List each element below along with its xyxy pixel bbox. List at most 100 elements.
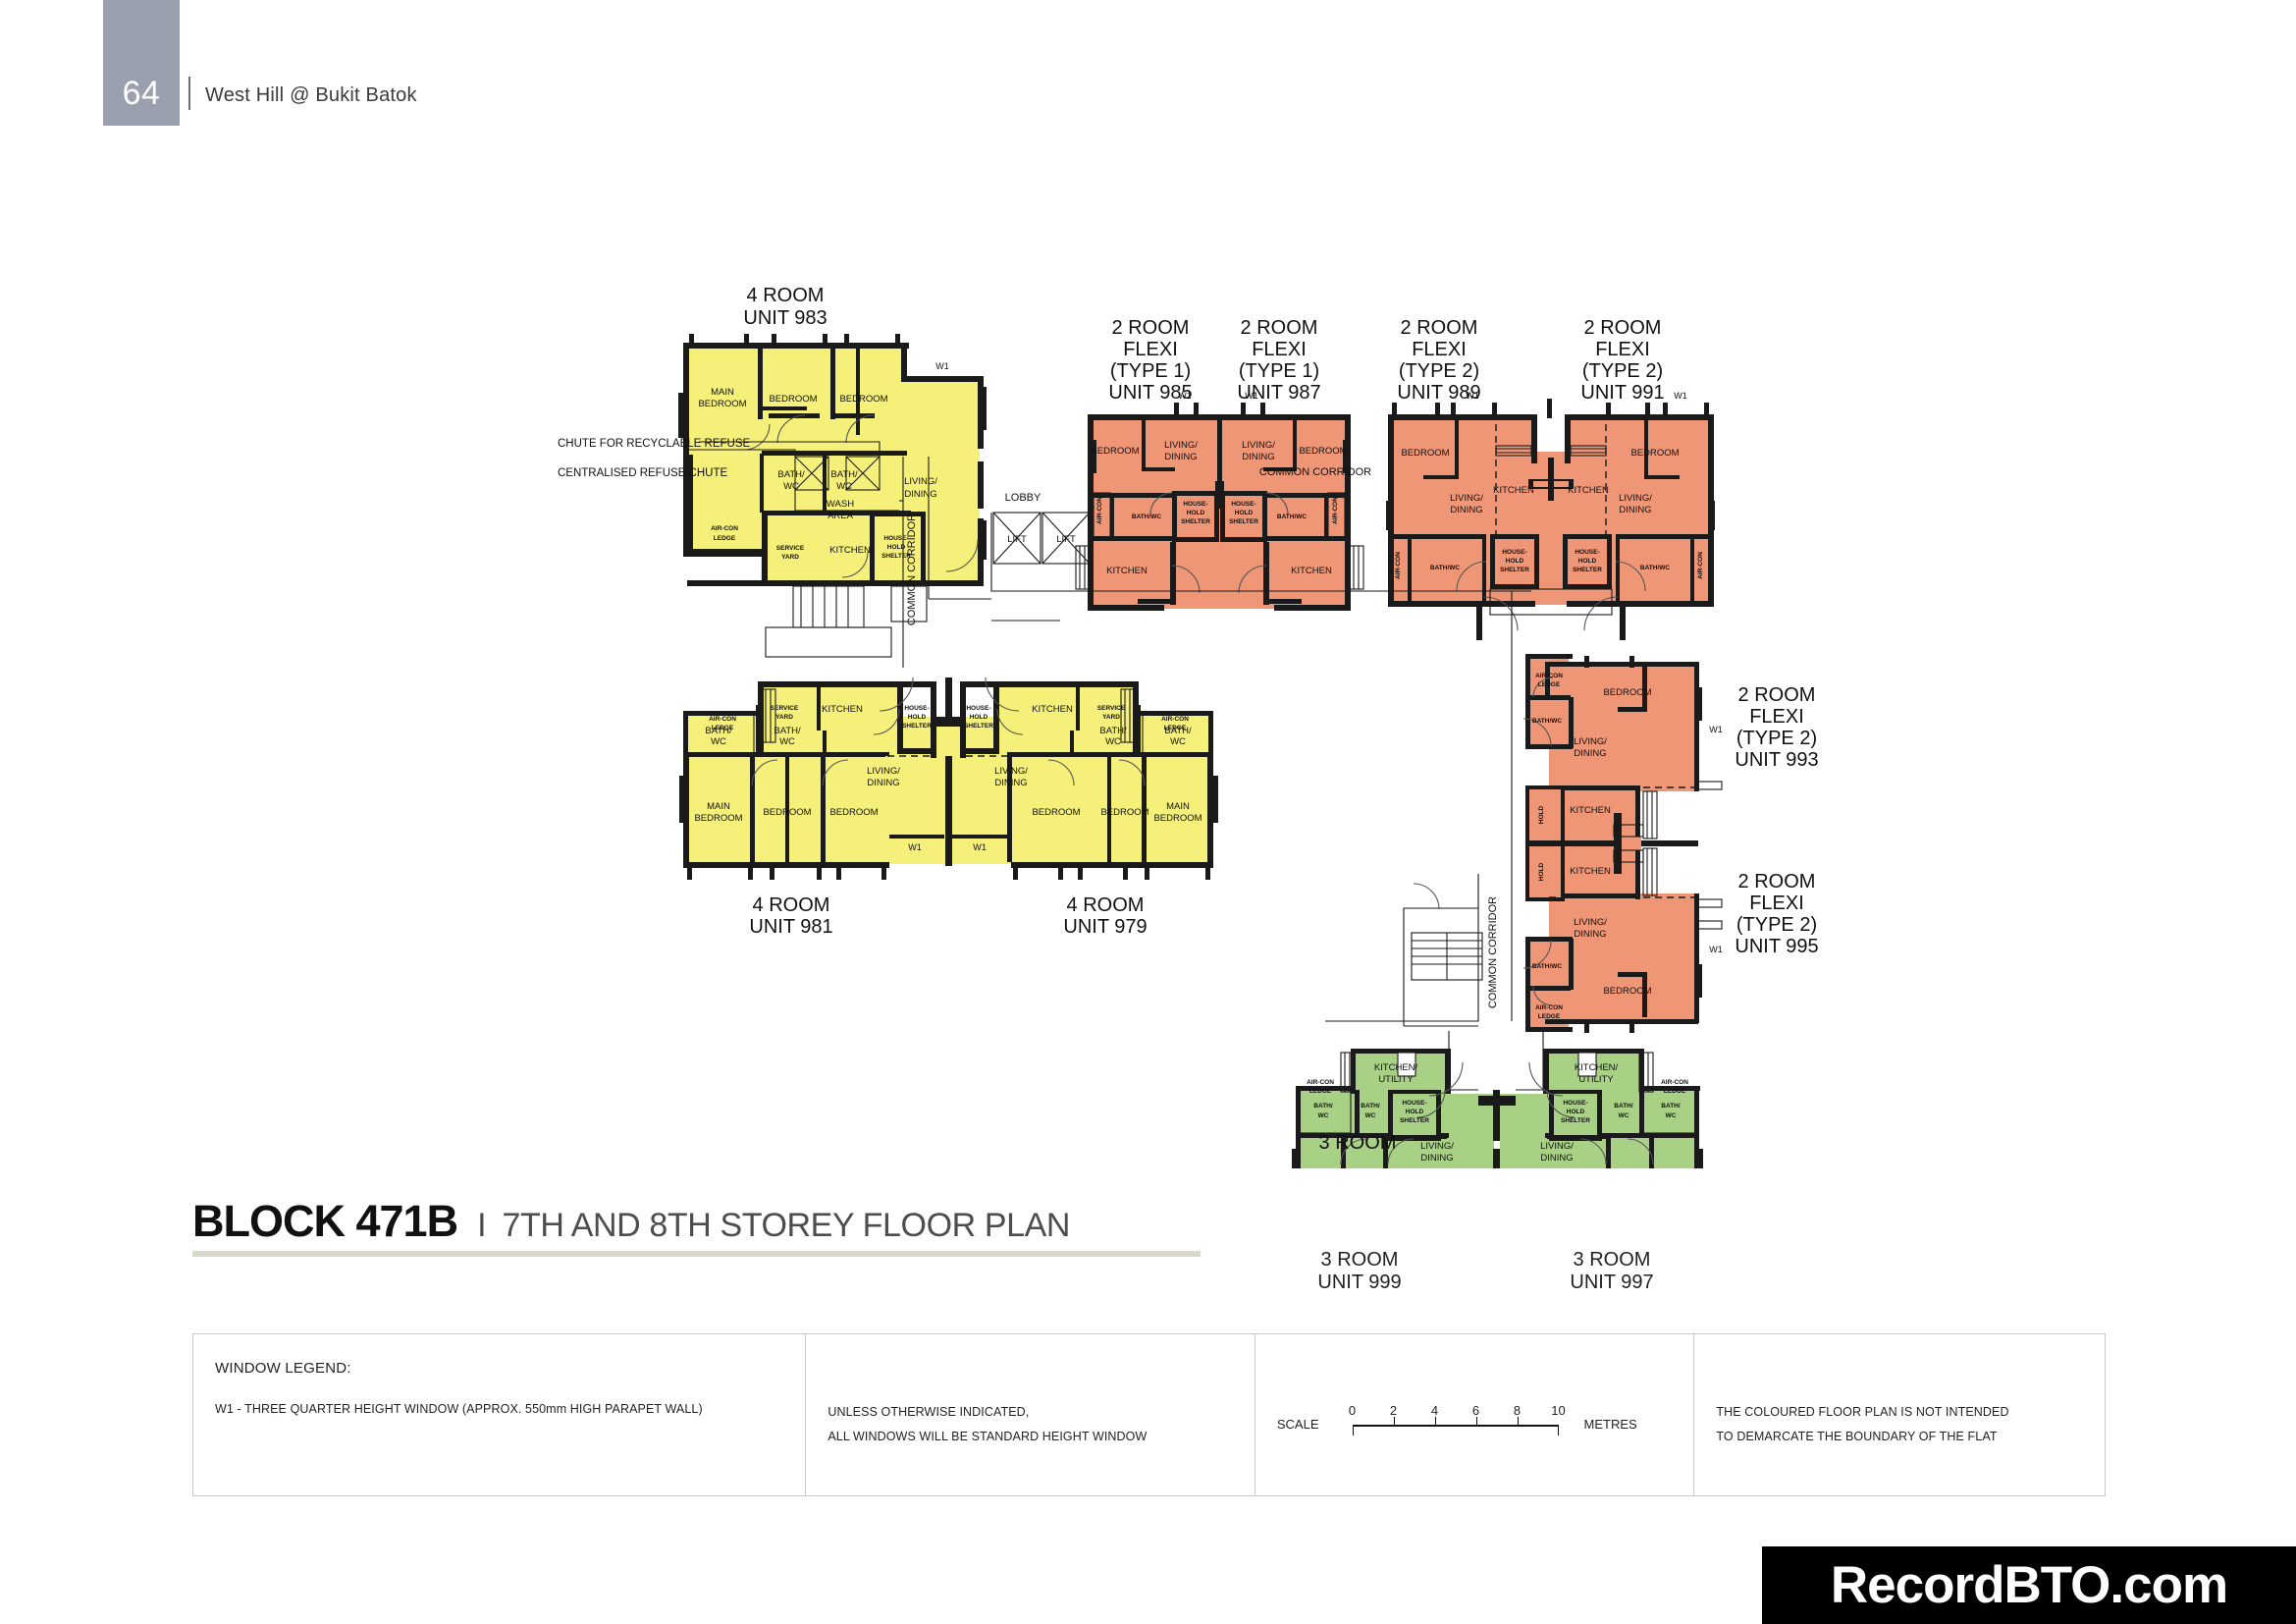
room-label-aircon: AIR-CON: [1332, 497, 1339, 524]
room-label-service-yard-2: YARD: [1102, 714, 1120, 721]
scale-mark-2: [1393, 1417, 1396, 1426]
room-label-bedroom: BEDROOM: [1091, 446, 1139, 457]
room-label-aircon-2: LEDGE: [1664, 1088, 1686, 1095]
room-label-kitchen: KITCHEN: [1493, 485, 1534, 496]
unit-983-plan: W1 MAIN BEDROOM BEDROOM BEDROOM LIVING/ …: [678, 334, 987, 658]
room-label-aircon: AIR-CON: [1697, 552, 1704, 579]
title-separator: I: [477, 1207, 487, 1244]
room-label-bath-2: WC: [1666, 1112, 1677, 1119]
room-label-bathwc: BATH/WC: [1532, 963, 1563, 970]
room-label-shelter-3: SHELTER: [1561, 1117, 1590, 1124]
room-label-shelter: HOUSE-: [1575, 549, 1599, 556]
room-label-shelter-2: HOLD: [1406, 1109, 1424, 1115]
room-label-shelter-2: HOLD: [1506, 558, 1524, 565]
room-label-bedroom: BEDROOM: [1603, 687, 1651, 698]
room-label-kitchen: KITCHEN: [1568, 485, 1609, 496]
room-label-shelter-3: SHELTER: [1400, 1117, 1429, 1124]
window-label-w1: W1: [1674, 391, 1687, 401]
room-label-kitchen-utility: KITCHEN/: [1374, 1062, 1418, 1073]
unit-989-991-plan: W1 W1 BEDROOM BEDROOM LIVING/ DINING LIV…: [1386, 391, 1715, 640]
room-label-main-bedroom: MAIN: [707, 801, 730, 812]
room-label-bath-2: WC: [836, 481, 852, 492]
room-label-bedroom: BEDROOM: [1032, 807, 1080, 818]
header-divider: [188, 77, 190, 110]
unit-987-label-2: FLEXI: [1252, 339, 1307, 360]
room-label-living-2: DINING: [1540, 1153, 1573, 1164]
room-label-main-bedroom: MAIN: [1166, 801, 1190, 812]
window-label-w1: W1: [973, 842, 987, 852]
room-label-kitchen: KITCHEN: [1032, 704, 1073, 715]
room-label-kitchen: KITCHEN: [1291, 566, 1332, 576]
room-label-living-2: DINING: [1450, 505, 1482, 515]
room-label-living-2: DINING: [1574, 748, 1606, 759]
scale-tick-6: 6: [1471, 1403, 1480, 1418]
room-label-living: LIVING/: [867, 766, 900, 777]
unit-985-987-plan: W1 W1 BEDROOM LIVING/ DINING LIVING/ DIN…: [1075, 391, 1364, 611]
unit-979-label-2: UNIT 979: [1063, 916, 1147, 938]
unit-999-label-1: 3 ROOM: [1319, 1132, 1397, 1154]
room-label-living: LIVING/: [1164, 440, 1198, 451]
room-label-living-2: DINING: [1420, 1153, 1453, 1164]
scale-mark-10: [1557, 1425, 1560, 1435]
scale-tick-0: 0: [1348, 1403, 1357, 1418]
unit-979-label-1: 4 ROOM: [1067, 894, 1145, 916]
room-label-shelter-2: HOLD: [1235, 510, 1254, 516]
window-label-w1: W1: [1466, 391, 1479, 401]
room-label-bedroom: BEDROOM: [839, 394, 887, 405]
window-label-w1: W1: [1709, 945, 1723, 954]
room-label-bath: BATH/: [1614, 1103, 1633, 1110]
room-label-aircon-2: LEDGE: [714, 535, 736, 542]
room-label-kitchen: KITCHEN: [1570, 805, 1611, 816]
scale-units: METRES: [1583, 1417, 1637, 1432]
room-label-shelter-2: HOLD: [887, 544, 906, 551]
scale-ruler: 0 2 4 6 8 10: [1349, 1403, 1566, 1436]
unit-993-label-3: (TYPE 2): [1736, 728, 1817, 749]
chute-centralised-label: CENTRALISED REFUSE CHUTE: [558, 467, 727, 479]
room-label-living: LIVING/: [1420, 1141, 1454, 1152]
room-label-aircon: AIR-CON: [711, 525, 738, 532]
room-label-shelter-3: SHELTER: [1181, 518, 1210, 525]
room-label-bath: BATH/: [705, 726, 732, 736]
room-label-main-bedroom-2: BEDROOM: [1153, 813, 1201, 824]
unit-993-995-plan: W1 W1 BEDROOM LIVING/ DINING KITCHEN AIR…: [1522, 654, 1723, 1033]
disclaimer-line2: TO DEMARCATE THE BOUNDARY OF THE FLAT: [1716, 1429, 1998, 1443]
unit-987-label-3: (TYPE 1): [1239, 360, 1319, 382]
unit-997-number: UNIT 997: [1570, 1272, 1654, 1293]
room-label-shelter: HOUSE-: [1563, 1100, 1587, 1107]
room-label-shelter-2: HOLD: [1567, 1109, 1585, 1115]
unit-999-997-plan: W1 W1 MAIN BEDROOM BEDROOM LIVING/ DININ…: [1292, 1031, 1703, 1168]
room-label-bath: BATH/: [1313, 1103, 1333, 1110]
room-label-bath: BATH/: [774, 726, 801, 736]
room-label-bedroom: BEDROOM: [829, 807, 878, 818]
room-label-bedroom: BEDROOM: [1299, 446, 1347, 457]
wash-area-label-2: AREA: [828, 511, 854, 521]
room-label-bath-2: WC: [779, 736, 795, 747]
floor-plan-drawing: .w{fill:#1a1a1a} .ln{stroke:#1a1a1a;stro…: [0, 108, 2296, 1168]
room-label-living: LIVING/: [1242, 440, 1275, 451]
unit-983-label-1: 4 ROOM: [747, 285, 825, 306]
page-number-band: [103, 0, 180, 126]
unit-989-label-1: 2 ROOM: [1401, 317, 1478, 339]
unit-993-label-1: 2 ROOM: [1738, 684, 1816, 706]
unit-983-label-2: UNIT 983: [743, 307, 827, 329]
room-label-service-yard-2: YARD: [775, 714, 793, 721]
unit-991-label-4: UNIT 991: [1580, 382, 1664, 404]
unit-987-label-1: 2 ROOM: [1241, 317, 1318, 339]
scale-mark-6: [1475, 1417, 1478, 1426]
room-label-shelter: HOUSE-: [966, 705, 990, 712]
room-label-living: LIVING/: [1619, 493, 1652, 504]
corridor-label-right: COMMON CORRIDOR: [1487, 896, 1499, 1008]
room-label-bath: BATH/: [1099, 726, 1127, 736]
room-label-bath-2: WC: [783, 481, 799, 492]
room-label-bathwc: BATH/WC: [1640, 565, 1671, 571]
room-label-service-yard: SERVICE: [776, 545, 805, 552]
room-label-aircon-2: LEDGE: [1538, 1013, 1561, 1020]
circulation-core: COMMON CORRIDOR COMMON CORRIDOR COMMON C…: [558, 438, 1531, 1027]
unit-991-label-1: 2 ROOM: [1584, 317, 1662, 339]
room-label-bath: BATH/: [777, 469, 805, 480]
room-label-shelter-2: HOLD: [908, 714, 927, 721]
room-label-aircon-2: LEDGE: [1309, 1088, 1332, 1095]
lift-label-2: LIFT: [1056, 534, 1076, 545]
window-label-w1: W1: [1709, 725, 1723, 734]
room-label-main-bedroom-2: BEDROOM: [694, 813, 742, 824]
